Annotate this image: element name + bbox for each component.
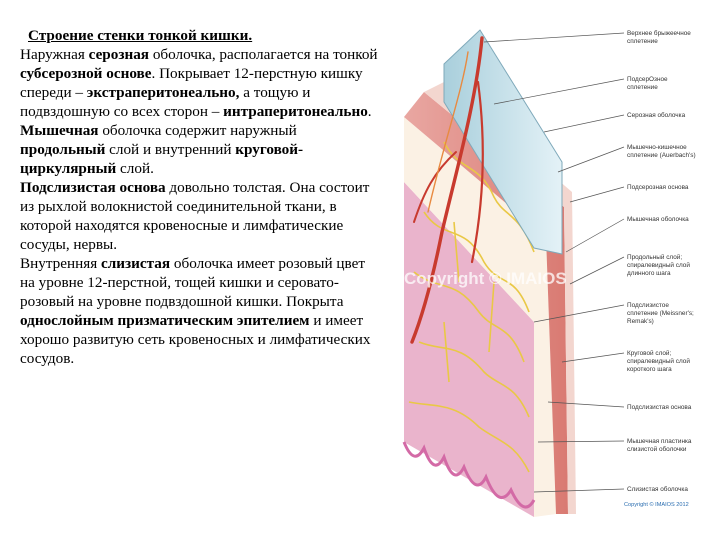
text-run: . — [367, 103, 372, 120]
paragraph-submucosa: Подслизистая основа довольно толстая. Он… — [20, 178, 382, 254]
text-run: . Покрывает 12-перстную кишку спереди – — [20, 65, 363, 101]
figure-label: Слизистая оболочка — [627, 485, 688, 493]
figure-label: слизистой оболочки — [627, 445, 687, 453]
figure-labels: Верхнее брыжеечноесплетениеПодсерОзноесп… — [483, 29, 696, 493]
figure-label: Серозная оболочка — [627, 111, 686, 119]
label-leader-line — [547, 401, 625, 408]
text-run: слой и внутренний — [105, 141, 236, 158]
term-circular: круговой-циркулярный — [20, 141, 304, 177]
figure-label: Подслизистая основа — [627, 404, 692, 411]
figure-label: Верхнее брыжеечное — [627, 29, 691, 37]
figure-label: сплетение — [627, 84, 658, 91]
figure-label: сплетение — [627, 38, 658, 45]
label-leader-line — [569, 186, 625, 203]
label-leader-line — [493, 78, 625, 105]
text-run: оболочка содержит наружный — [98, 122, 297, 139]
text-run: Наружная — [20, 46, 89, 63]
figure-label: Подслизистое — [627, 302, 669, 309]
text-run: оболочка, располагается на тонкой — [149, 46, 378, 63]
figure-label: ПодсерОзное — [627, 76, 668, 83]
figure-label: Мышечная оболочка — [627, 215, 689, 223]
text-run: довольно толстая. Она состоит из рыхлой … — [20, 179, 370, 253]
serosa-flap — [443, 29, 563, 255]
label-leader-line — [533, 304, 625, 323]
copyright-note: Copyright © IMAIOS 2012 — [624, 501, 689, 508]
term-epithelium: однослойным призматическим эпителием — [20, 312, 310, 329]
label-leader-line — [533, 488, 625, 493]
term-intraperitoneal: интраперитонеально — [223, 103, 368, 120]
paragraph-mucosa: Внутренняя слизистая оболочка имеет розо… — [20, 254, 382, 368]
figure-label: длинного шага — [627, 270, 671, 277]
intestine-wall-illustration: Copyright © IMAIOS Верхнее брыжеечноеспл… — [402, 29, 696, 517]
text-run: оболочка имеет розовый цвет на уровне 12… — [20, 255, 365, 310]
text-column: Строение стенки тонкой кишки. Наружная с… — [20, 26, 382, 368]
label-leader-line — [537, 440, 625, 443]
term-extraperitoneal: экстраперитонеально, — [86, 84, 240, 101]
figure-label: Круговой слой; — [627, 349, 671, 357]
figure-label: Подсерозная основа — [627, 184, 689, 191]
figure-label: сплетение (Auerbach's) — [627, 152, 696, 159]
term-mucosa: слизистая — [101, 255, 171, 272]
label-leader-line — [543, 114, 625, 133]
term-muscular: Мышечная — [20, 122, 99, 139]
text-run: а тощую и подвздошную со всех сторон – — [20, 84, 311, 120]
figure-label: спиралевидный слой — [627, 357, 690, 365]
text-run: Внутренняя — [20, 255, 102, 272]
text-run: слой. — [116, 160, 154, 177]
figure-label: спиралевидный слой — [627, 261, 690, 269]
term-submucosa: Подслизистая основа — [20, 179, 166, 196]
label-leader-line — [569, 256, 625, 285]
paragraph-muscular: Мышечная оболочка содержит наружный прод… — [20, 121, 382, 178]
paragraph-serosa: Наружная серозная оболочка, располагаетс… — [20, 45, 382, 121]
term-longitudinal: продольный — [20, 141, 106, 158]
watermark: Copyright © IMAIOS — [404, 269, 567, 288]
figure-label: Remak's) — [627, 318, 654, 325]
label-leader-line — [557, 146, 625, 173]
term-serosa: серозная — [88, 46, 150, 63]
figure-label: короткого шага — [627, 366, 672, 373]
label-leader-line — [483, 32, 625, 43]
figure-label: Мышечно-кишечное — [627, 144, 687, 151]
label-leader-line — [561, 352, 625, 363]
figure-label: Продольный слой; — [627, 253, 682, 261]
label-leader-line — [565, 218, 625, 253]
blood-vessels — [410, 36, 484, 344]
term-subserosa: субсерозной основе — [20, 65, 152, 82]
text-run: и имеет хорошо развитую сеть кровеносных… — [20, 312, 371, 367]
figure-label: сплетение (Meissner's; — [627, 310, 694, 317]
figure-label: Мышечная пластинка — [627, 438, 692, 445]
slide-title: Строение стенки тонкой кишки. — [28, 27, 253, 44]
